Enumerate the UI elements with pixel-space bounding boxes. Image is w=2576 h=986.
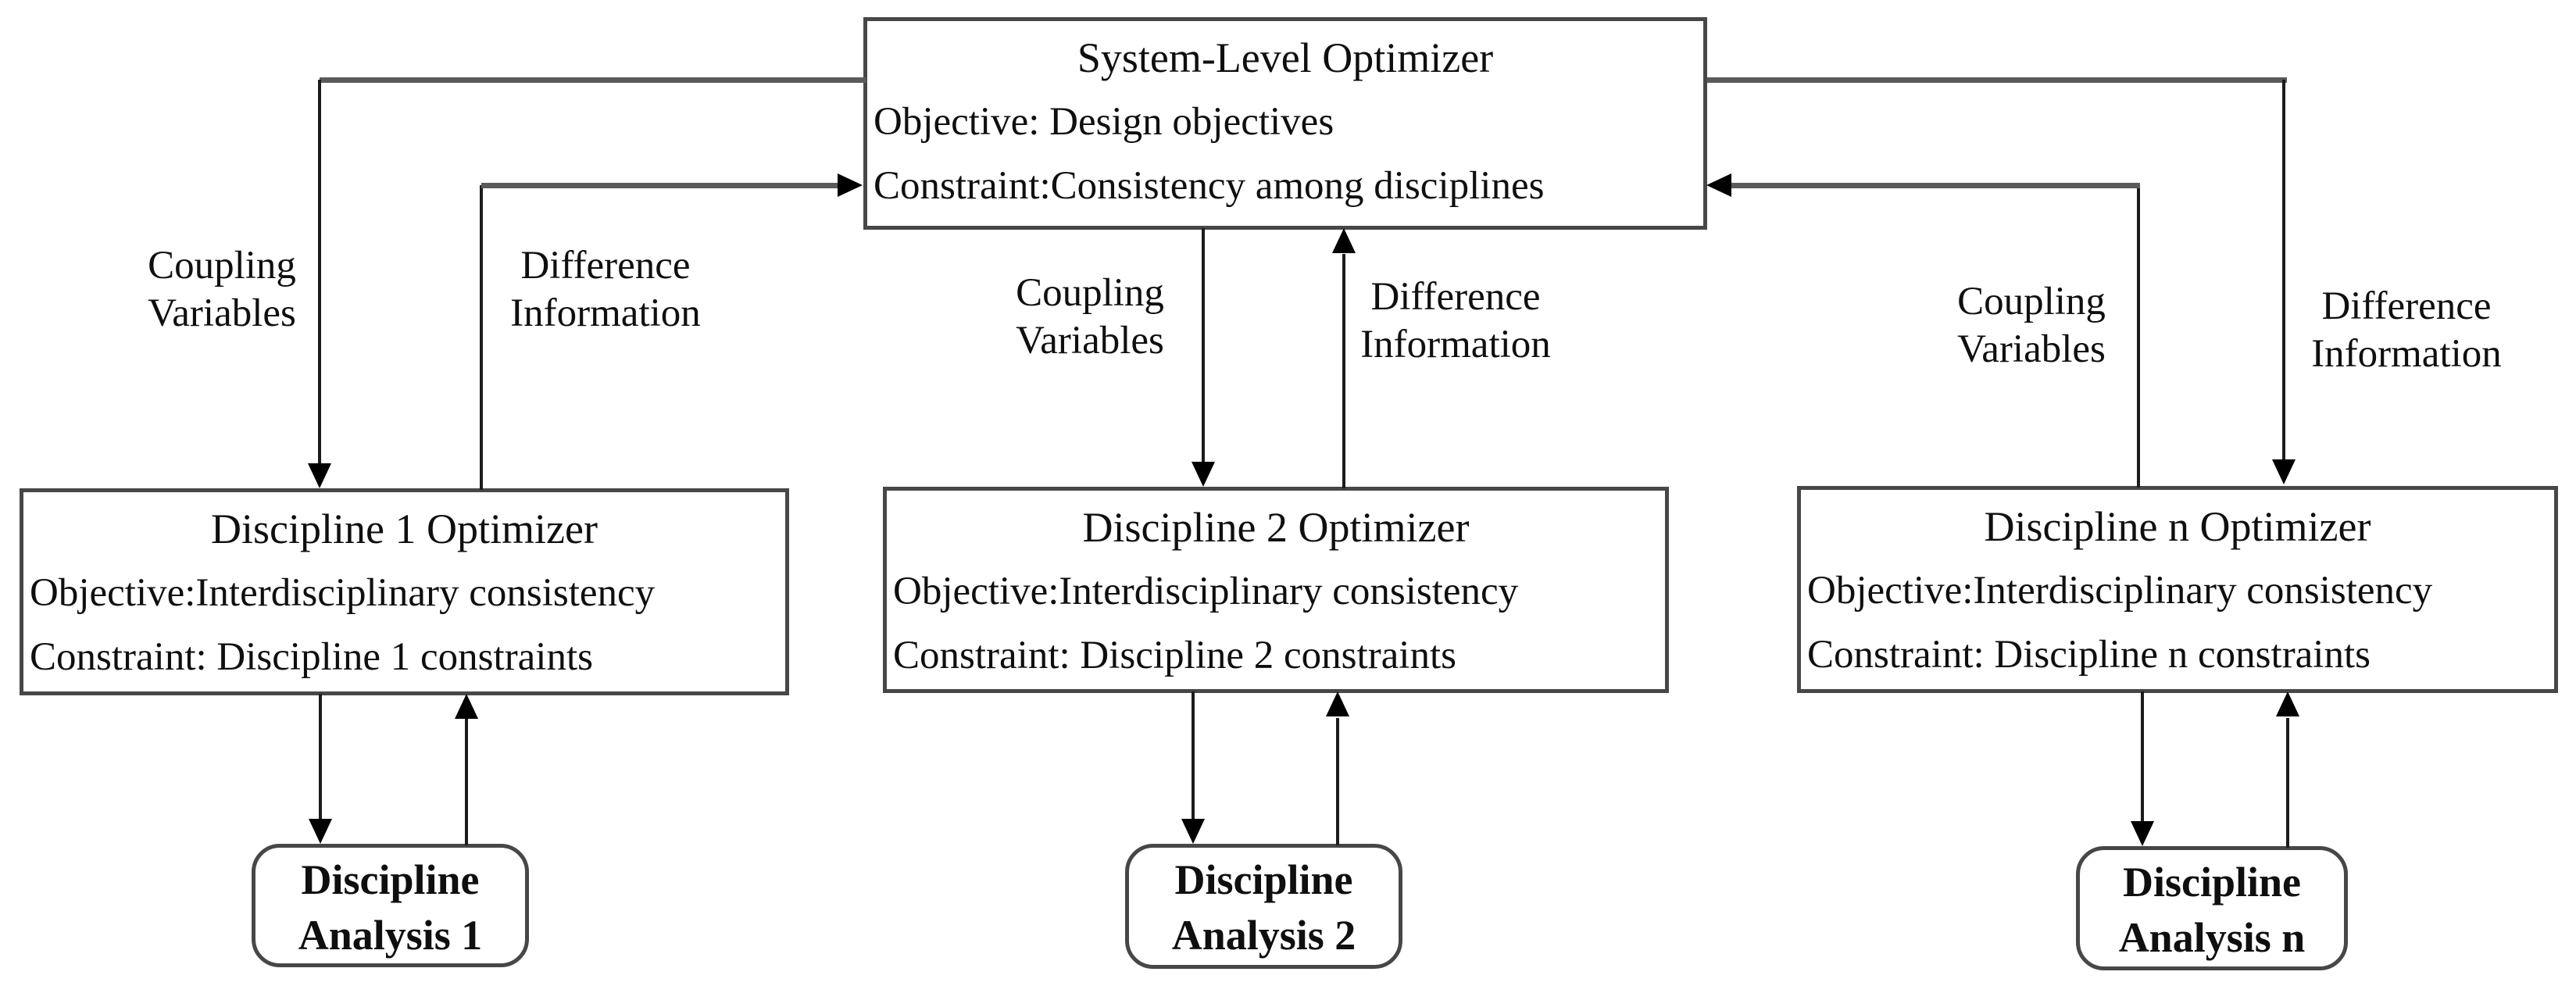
- coupling-hline-left: [320, 77, 866, 83]
- analysis-n-line1: Discipline: [2122, 859, 2302, 906]
- analysis-to-d1-vline: [465, 719, 468, 845]
- analysis-to-dn-vline: [2286, 718, 2289, 848]
- arrowhead-down-icon: [309, 819, 332, 844]
- coupling-label-line2: Variables: [148, 291, 296, 335]
- arrowhead-down-icon: [1181, 819, 1205, 844]
- coupling-label-line1: Coupling: [148, 244, 296, 288]
- coupling-label-line1: Coupling: [1016, 271, 1164, 315]
- arrowhead-left-icon: [1706, 173, 1731, 197]
- difference-information-label-left: Difference Information: [477, 242, 734, 338]
- difference-information-label-middle: Difference Information: [1327, 273, 1585, 369]
- discipline-2-title: Discipline 2 Optimizer: [1082, 504, 1470, 551]
- discipline-n-objective: Objective:Interdisciplinary consistency: [1807, 569, 2433, 613]
- d1-to-analysis-vline: [319, 694, 322, 820]
- coupling-variables-label-left: Coupling Variables: [93, 242, 351, 338]
- discipline-analysis-2-box: Discipline Analysis 2: [1125, 844, 1402, 969]
- difference-label-line2: Information: [510, 291, 701, 335]
- arrowhead-down-icon: [308, 463, 331, 488]
- difference-hline-left: [481, 183, 840, 188]
- analysis-2-line2: Analysis 2: [1171, 912, 1356, 959]
- arrowhead-down-icon: [1192, 462, 1215, 487]
- arrowhead-down-icon: [2272, 459, 2296, 484]
- difference-label-line2: Information: [2311, 332, 2502, 376]
- analysis-2-line1: Discipline: [1174, 856, 1353, 903]
- d2-to-analysis-vline: [1192, 691, 1195, 820]
- analysis-to-d2-vline: [1336, 718, 1339, 845]
- discipline-n-optimizer-box: Discipline n Optimizer Objective:Interdi…: [1797, 486, 2558, 693]
- arrowhead-down-icon: [2131, 821, 2154, 846]
- system-level-optimizer-box: System-Level Optimizer Objective: Design…: [863, 17, 1707, 230]
- discipline-analysis-1-box: Discipline Analysis 1: [252, 844, 529, 967]
- dn-to-analysis-vline: [2141, 691, 2144, 822]
- difference-label-line1: Difference: [2321, 284, 2492, 328]
- difference-label-line1: Difference: [1370, 275, 1541, 319]
- coupling-hline-right: [1707, 77, 2287, 83]
- difference-label-line1: Difference: [520, 244, 691, 288]
- discipline-1-objective: Objective:Interdisciplinary consistency: [30, 571, 656, 615]
- discipline-analysis-n-box: Discipline Analysis n: [2076, 846, 2348, 970]
- discipline-1-optimizer-box: Discipline 1 Optimizer Objective:Interdi…: [20, 488, 789, 695]
- discipline-2-optimizer-box: Discipline 2 Optimizer Objective:Interdi…: [883, 487, 1669, 693]
- arrowhead-right-icon: [838, 173, 863, 197]
- arrowhead-up-icon: [455, 694, 478, 719]
- analysis-n-line2: Analysis n: [2118, 914, 2306, 961]
- system-optimizer-objective: Objective: Design objectives: [874, 100, 1334, 144]
- coupling-variables-label-right: Coupling Variables: [1903, 278, 2160, 373]
- discipline-1-constraint: Constraint: Discipline 1 constraints: [30, 635, 593, 679]
- system-optimizer-constraint: Constraint:Consistency among disciplines: [874, 164, 1545, 208]
- difference-hline-right: [1731, 183, 2140, 188]
- coupling-label-line1: Coupling: [1957, 280, 2106, 323]
- discipline-n-constraint: Constraint: Discipline n constraints: [1807, 633, 2371, 677]
- arrowhead-up-icon: [1326, 691, 1349, 716]
- difference-vline-right: [2137, 185, 2140, 488]
- coupling-vline-left: [318, 80, 321, 463]
- coupling-label-line2: Variables: [1016, 319, 1164, 363]
- system-optimizer-title: System-Level Optimizer: [1077, 34, 1494, 81]
- coupling-vline-right: [2282, 80, 2285, 460]
- arrowhead-up-icon: [1332, 228, 1356, 253]
- difference-vline-left: [480, 185, 483, 490]
- discipline-2-constraint: Constraint: Discipline 2 constraints: [893, 634, 1456, 677]
- discipline-2-objective: Objective:Interdisciplinary consistency: [893, 570, 1519, 613]
- coupling-variables-label-middle: Coupling Variables: [961, 270, 1219, 365]
- arrowhead-up-icon: [2276, 691, 2299, 716]
- coupling-vline-middle: [1202, 228, 1205, 463]
- discipline-1-title: Discipline 1 Optimizer: [211, 506, 598, 552]
- difference-information-label-right: Difference Information: [2278, 283, 2535, 378]
- analysis-1-line2: Analysis 1: [298, 912, 483, 959]
- difference-label-line2: Information: [1360, 323, 1551, 366]
- difference-vline-middle: [1342, 254, 1345, 488]
- discipline-n-title: Discipline n Optimizer: [1984, 503, 2371, 550]
- analysis-1-line1: Discipline: [301, 856, 480, 903]
- coupling-label-line2: Variables: [1957, 327, 2106, 371]
